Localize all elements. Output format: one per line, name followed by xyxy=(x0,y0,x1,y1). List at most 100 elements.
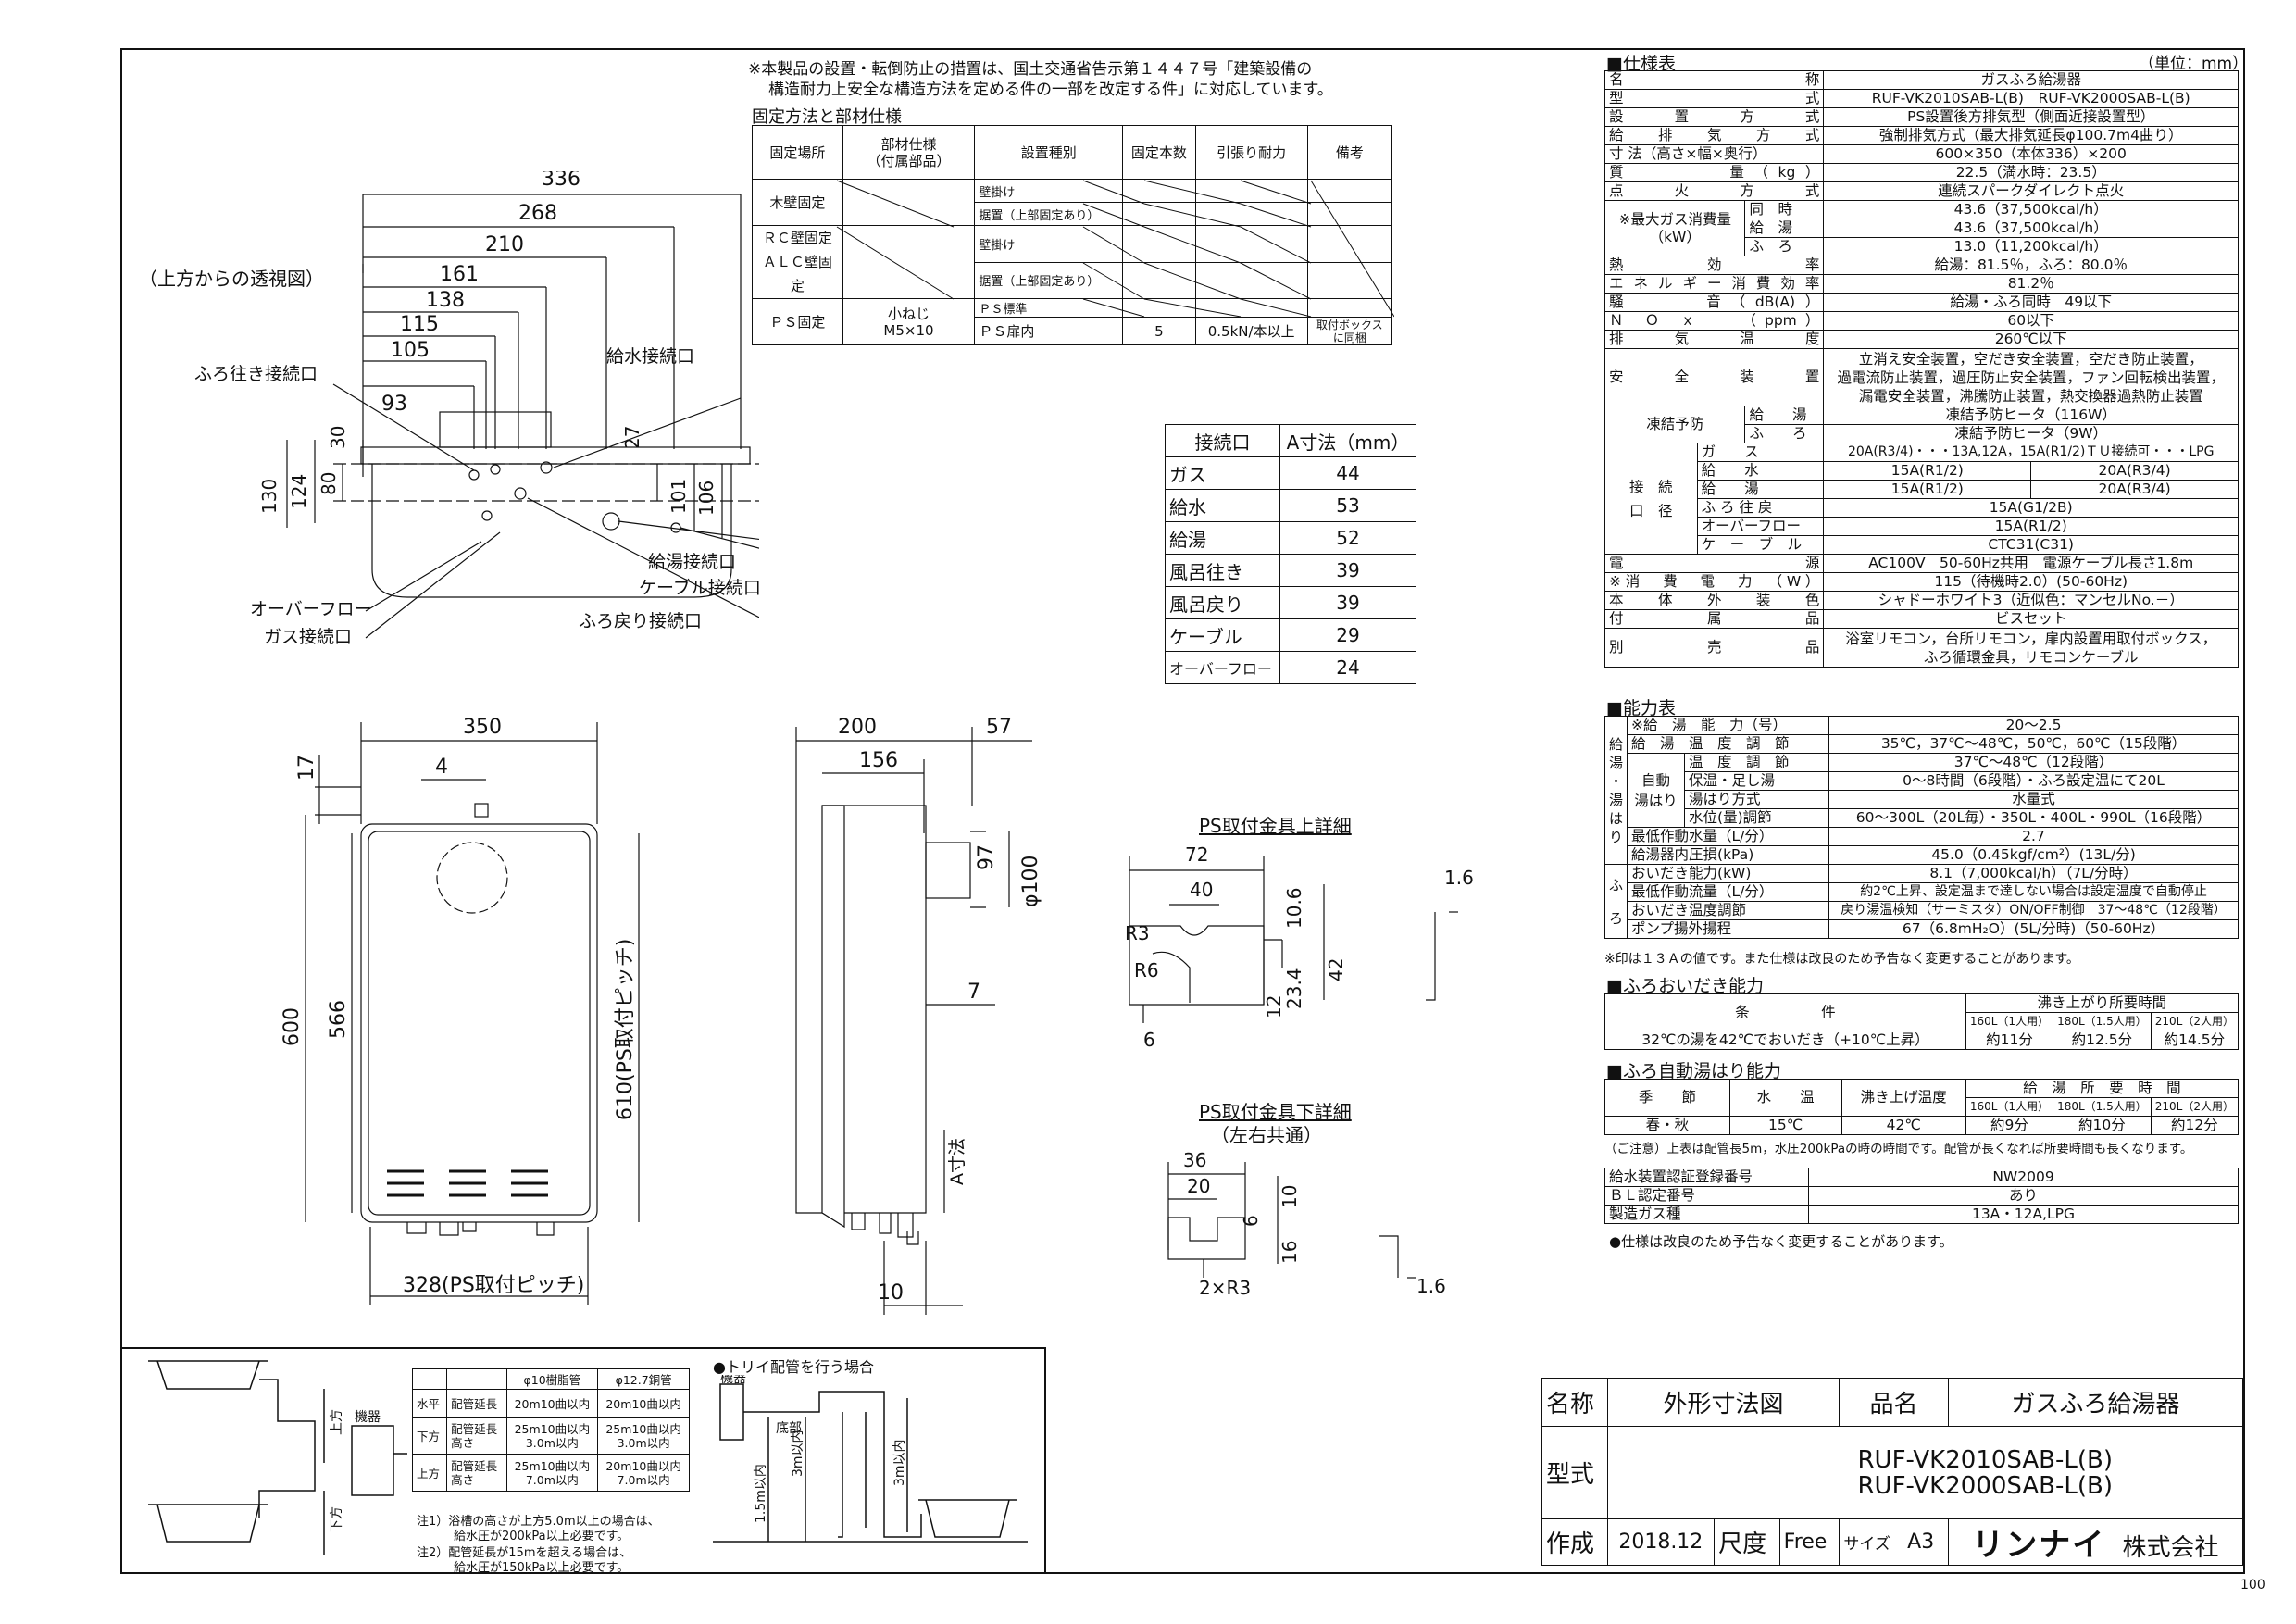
dim-130: 130 xyxy=(258,479,281,514)
a-dim-header: A寸法（mm） xyxy=(1279,424,1416,457)
capacity-value: 8.1（7,000kcal/h）（7L/分時） xyxy=(1828,864,2239,883)
autofill-sub: 160L（1人用） xyxy=(1965,1097,2054,1117)
tb-product-label: 品名 xyxy=(1839,1378,1949,1427)
dim-328-ps-pitch: 328(PS取付ピッチ) xyxy=(403,1274,584,1297)
spec-label: 安 全 装 置 xyxy=(1603,348,1825,406)
capacity-label: おいだき温度調節 xyxy=(1627,901,1830,920)
spec-unit: （単位：mm） xyxy=(2139,55,2249,73)
spec-value: 15A(R1/2) xyxy=(1823,480,2032,499)
fixing-title: 固定方法と部材仕様 xyxy=(752,107,902,127)
dim-10: 10 xyxy=(878,1281,904,1305)
autofill-table: 季 節水 温沸き上げ温度給 湯 所 要 時 間 160L（1人用）180L（1.… xyxy=(1604,1079,2240,1135)
fix-count: 5 xyxy=(1122,317,1196,345)
capacity-side-label: 給 湯 ・ 湯 は り xyxy=(1603,716,1628,865)
a-dim-port: 風呂往き xyxy=(1165,554,1280,587)
spec-sublabel: ケ ー ブ ル xyxy=(1696,535,1825,555)
spec-value: 43.6（37,500kcal/h） xyxy=(1823,219,2239,238)
fix-header: 設置種別 xyxy=(974,125,1124,180)
label-furo-out-port: ふろ往き接続口 xyxy=(194,364,318,384)
spec-label: ※消 費 電 力 （W） xyxy=(1603,572,1825,592)
capacity-label: 最低作動流量（L/分） xyxy=(1627,882,1830,902)
capacity-value: 45.0（0.45kgf/cm²）(13L/分) xyxy=(1828,845,2239,865)
dim-36: 36 xyxy=(1183,1149,1206,1171)
label-water-supply-port: 給水接続口 xyxy=(606,346,694,367)
spec-value: 凍結予防ヒータ（116W） xyxy=(1823,406,2239,425)
cert-label: ＢＬ認定番号 xyxy=(1604,1186,1809,1206)
piping-header xyxy=(446,1368,507,1390)
capacity-label: 湯はり方式 xyxy=(1684,790,1830,809)
piping-dir: 下方 xyxy=(411,1417,448,1455)
trap-piping-diagram: 機器 底部 3m以内 1.5m以内 3m以内 xyxy=(713,1375,1028,1543)
spec-title: ■仕様表 xyxy=(1606,54,1676,74)
cert-value: 13A・12A,LPG xyxy=(1808,1205,2239,1224)
fix-strength: 0.5kN/本以上 xyxy=(1194,317,1308,345)
dim-r6: R6 xyxy=(1134,959,1159,981)
autofill-header: 水 温 xyxy=(1728,1079,1842,1117)
fix-type: 据置（上部固定あり） xyxy=(974,202,1124,226)
drawing-frame xyxy=(120,48,2245,1574)
spec-sublabel: ふ ろ 往 戻 xyxy=(1696,498,1825,518)
dim-115: 115 xyxy=(400,313,439,336)
oidaki-sub: 180L（1.5人用） xyxy=(2053,1012,2152,1031)
fix-header: 備考 xyxy=(1306,125,1393,180)
tb-company: 株式会社 xyxy=(2122,1534,2219,1562)
dim-566: 566 xyxy=(327,1000,350,1039)
dim-a: A寸法 xyxy=(947,1138,967,1185)
spec-label: 型 式 xyxy=(1603,89,1825,108)
spec-value: 260℃以下 xyxy=(1823,330,2239,349)
dim-161: 161 xyxy=(440,263,479,286)
cert-value: NW2009 xyxy=(1808,1168,2239,1187)
dim-93: 93 xyxy=(381,393,407,416)
notice-line-1: ※本製品の設置・転倒防止の措置は、国土交通省告示第１４４７号「建築設備の xyxy=(748,60,1313,79)
spec-value: 15A(R1/2) xyxy=(1823,461,2032,481)
oidaki-title: ■ふろおいだき能力 xyxy=(1606,976,1764,996)
capacity-label: 給 湯 温 度 調 節 xyxy=(1627,734,1830,754)
oidaki-cell: 約11分 xyxy=(1965,1031,2054,1050)
piping-note-1: 注1）浴槽の高さが上方5.0m以上の場合は、 xyxy=(417,1515,660,1529)
dim-105: 105 xyxy=(391,339,430,362)
dim-97: 97 xyxy=(975,844,998,870)
label-gas-port: ガス接続口 xyxy=(264,627,352,647)
a-dim-value: 44 xyxy=(1279,456,1416,490)
spec-label: 寸 法（高さ×幅×奥行） xyxy=(1603,144,1825,164)
oidaki-cell: 約14.5分 xyxy=(2150,1031,2240,1050)
dim-268: 268 xyxy=(518,202,557,225)
label-cable-port: ケーブル接続口 xyxy=(639,577,759,598)
spec-label: 給 排 気 方 式 xyxy=(1603,126,1825,145)
dim-20: 20 xyxy=(1187,1175,1210,1197)
tb-model-2: RUF-VK2000SAB-L(B) xyxy=(1857,1471,2113,1500)
notice-line-2: 構造耐力上安全な構造方法を定める件の一部を改定する件」に対応しています。 xyxy=(768,81,1333,99)
spec-value: 漏電安全装置，沸騰防止装置，熱交換器過熱防止装置 xyxy=(1858,387,2203,405)
piping-divider xyxy=(120,1347,1046,1349)
dim-57: 57 xyxy=(986,716,1012,739)
capacity-label: 最低作動水量（L/分） xyxy=(1627,827,1830,846)
spec-value: AC100V 50-60Hz共用 電源ケーブル長さ1.8m xyxy=(1823,554,2239,573)
label-hot-water-port: 給湯接続口 xyxy=(648,552,736,572)
fix-type: 据置（上部固定あり） xyxy=(974,261,1124,299)
oidaki-cell: 約12.5分 xyxy=(2053,1031,2152,1050)
bracket-lower-drawing: 36 20 6 10 16 2×R3 1.6 xyxy=(1167,1149,1446,1299)
spec-label: 質 量（kg） xyxy=(1603,163,1825,182)
spec-value: 15A(G1/2B) xyxy=(1823,498,2239,518)
piping-table: φ10樹脂管 φ12.7銅管 水平 配管延長 20m10曲以内 20m10曲以内… xyxy=(411,1368,690,1492)
tb-model-label: 型式 xyxy=(1541,1426,1608,1519)
piping-item: 配管延長 xyxy=(446,1389,507,1418)
autofill-cell: 春・秋 xyxy=(1604,1116,1730,1135)
capacity-label: 水位(量)調節 xyxy=(1684,808,1830,828)
spec-value: 13.0（11,200kcal/h） xyxy=(1823,237,2239,256)
piping-up-label: 上方 xyxy=(330,1409,344,1435)
tb-date: 2018.12 xyxy=(1606,1518,1716,1566)
spec-value: CTC31(C31) xyxy=(1823,535,2239,555)
fix-note: 取付ボックス に同梱 xyxy=(1306,317,1393,345)
label-furo-return-port: ふろ戻り接続口 xyxy=(579,611,702,631)
spec-label: エネルギー消費効率 xyxy=(1603,274,1825,294)
tb-scale-label: 尺度 xyxy=(1714,1518,1780,1566)
spec-label: 接 続 口 径 xyxy=(1604,443,1698,555)
piping-item: 配管延長 高さ xyxy=(446,1417,507,1455)
capacity-title: ■能力表 xyxy=(1606,698,1676,718)
piping-note-2: 注2）配管延長が15mを超える場合は、 xyxy=(417,1546,632,1560)
spec-label: 排 気 温 度 xyxy=(1603,330,1825,349)
fix-member: 小ねじ M5×10 xyxy=(842,298,976,345)
piping-divider-v xyxy=(1044,1347,1046,1574)
